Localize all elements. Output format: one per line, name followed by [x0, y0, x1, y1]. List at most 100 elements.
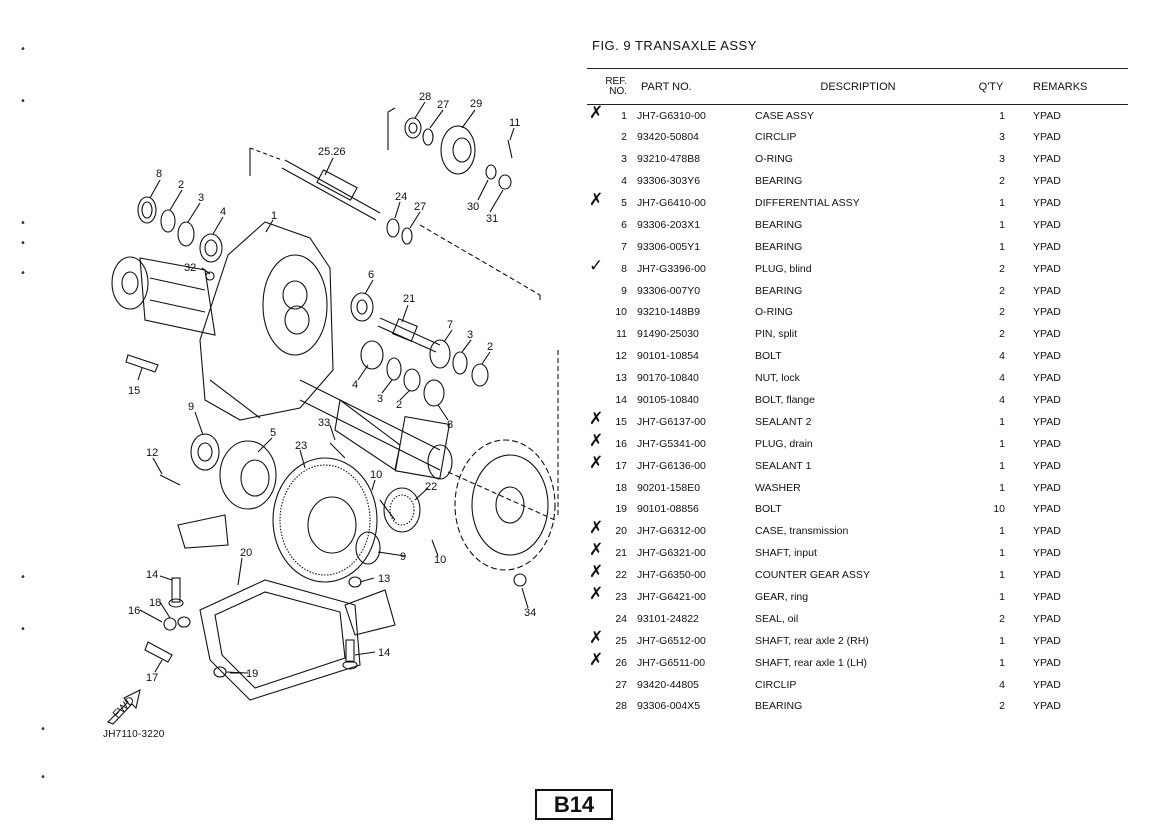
ref-number: 26 — [615, 656, 627, 669]
qty-cell: 4 — [999, 350, 1005, 363]
ref-no-cell: ✗5 — [587, 190, 629, 214]
callout-label: 2 — [487, 341, 493, 353]
description-cell: CASE ASSY — [755, 109, 814, 122]
part-no-cell: 93306-005Y1 — [637, 240, 701, 253]
ref-no-cell: ✗15 — [587, 409, 629, 433]
fwd-arrow-icon: FWD — [107, 688, 141, 725]
remarks-cell: YPAD — [1033, 175, 1061, 188]
qty-cell: 1 — [999, 415, 1005, 428]
remarks-cell: YPAD — [1033, 350, 1061, 363]
callout-label: 23 — [295, 440, 307, 452]
ref-no-cell: 6 — [587, 214, 629, 236]
ref-no-cell: ✗23 — [587, 584, 629, 608]
qty-cell: 3 — [999, 131, 1005, 144]
figure-title: FIG. 9 TRANSAXLE ASSY — [592, 38, 757, 53]
part-no-cell: JH7-G6310-00 — [637, 109, 706, 122]
remarks-cell: YPAD — [1033, 700, 1061, 713]
ref-no-cell: 11 — [587, 323, 629, 345]
qty-cell: 4 — [999, 678, 1005, 691]
scan-dot: • — [20, 218, 26, 229]
callout-label: 13 — [378, 573, 390, 585]
ref-no-cell: ✗ 25 — [587, 627, 629, 652]
callout-label: 4 — [220, 206, 226, 218]
callout-labels: 28 27 29 11 25.26 24 27 30 31 8 2 3 4 1 … — [128, 91, 536, 684]
part-no-cell: 93306-007Y0 — [637, 284, 701, 297]
ref-number: 20 — [615, 525, 627, 538]
remarks-cell: YPAD — [1033, 197, 1061, 209]
part-no-cell: JH7-G6312-00 — [637, 525, 706, 538]
description-cell: BOLT — [755, 350, 782, 363]
qty-cell: 4 — [999, 372, 1005, 385]
qty-cell: 2 — [999, 612, 1005, 625]
callout-label: 30 — [467, 201, 479, 213]
remarks-cell: YPAD — [1033, 656, 1061, 669]
ref-number: 18 — [615, 481, 627, 494]
callout-label: 5 — [270, 427, 276, 439]
callout-label: 8 — [447, 419, 453, 431]
qty-cell: 1 — [999, 634, 1005, 647]
ref-number: 21 — [615, 547, 627, 560]
part-no-cell: 93210-148B9 — [637, 306, 701, 319]
ref-number: 6 — [621, 218, 627, 231]
handwritten-mark-icon: ✗ — [589, 627, 604, 648]
callout-label: 16 — [128, 605, 140, 617]
ref-no-cell: 28 — [587, 696, 629, 718]
remarks-cell: YPAD — [1033, 328, 1061, 341]
qty-cell: 10 — [993, 503, 1005, 516]
part-no-cell: 93306-303Y6 — [637, 175, 701, 188]
callout-label: 4 — [352, 379, 358, 391]
qty-cell: 1 — [999, 591, 1005, 604]
scan-dot: • — [40, 772, 46, 783]
ref-number: 13 — [615, 372, 627, 385]
callout-label: 1 — [271, 210, 277, 222]
part-no-cell: JH7-G6511-00 — [637, 656, 706, 669]
callout-label: 19 — [246, 668, 258, 680]
description-cell: COUNTER GEAR ASSY — [755, 569, 870, 582]
callout-label: 34 — [524, 607, 536, 619]
part-no-cell: 93420-44805 — [637, 678, 699, 691]
description-cell: SHAFT, rear axle 2 (RH) — [755, 634, 869, 647]
callout-label: 14 — [146, 569, 158, 581]
part-no-cell: 93101-24822 — [637, 612, 699, 625]
handwritten-mark-icon: ✗ — [589, 584, 604, 605]
remarks-cell: YPAD — [1033, 153, 1061, 166]
callout-label: 17 — [146, 672, 158, 684]
header-remarks: REMARKS — [1021, 68, 1128, 105]
callout-label: 12 — [146, 447, 158, 459]
remarks-cell: YPAD — [1033, 262, 1061, 275]
ref-number: 17 — [615, 459, 627, 472]
qty-cell: 1 — [999, 569, 1005, 582]
ref-no-cell: 18 — [587, 477, 629, 499]
qty-cell: 2 — [999, 262, 1005, 275]
part-no-cell: 90101-08856 — [637, 503, 699, 516]
part-no-cell: 90105-10840 — [637, 394, 699, 407]
remarks-cell: YPAD — [1033, 394, 1061, 407]
description-cell: CIRCLIP — [755, 678, 797, 691]
ref-number: 2 — [621, 131, 627, 144]
description-cell: SHAFT, rear axle 1 (LH) — [755, 656, 868, 669]
callout-label: 10 — [434, 554, 446, 566]
part-no-cell: JH7-G6321-00 — [637, 547, 706, 560]
ref-number: 4 — [621, 175, 627, 188]
callout-label: 28 — [419, 91, 431, 103]
callout-label: 9 — [400, 551, 406, 563]
ref-no-cell: ✗1 — [587, 103, 629, 127]
description-cell: BEARING — [755, 240, 803, 253]
handwritten-mark-icon: ✓ — [589, 255, 604, 276]
qty-cell: 1 — [999, 656, 1005, 669]
remarks-cell: YPAD — [1033, 284, 1061, 297]
callout-label: 20 — [240, 547, 252, 559]
ref-number: 25 — [615, 634, 627, 647]
scan-dot: • — [20, 96, 26, 107]
description-cell: SEALANT 1 — [755, 459, 812, 472]
ref-no-cell: ✗20 — [587, 518, 629, 542]
ref-no-cell: ✗17 — [587, 453, 629, 477]
part-no-cell: JH7-G6512-00 — [637, 634, 706, 647]
remarks-cell: YPAD — [1033, 437, 1061, 450]
